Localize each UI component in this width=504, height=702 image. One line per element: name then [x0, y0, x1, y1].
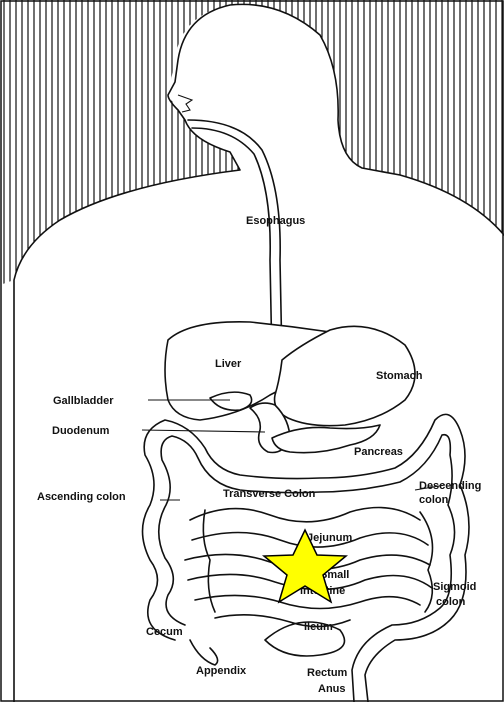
label-ascending-colon: Ascending colon — [37, 491, 126, 503]
label-sigmoid-colon-line2: colon — [436, 596, 466, 608]
label-jejunum: Jejunum — [307, 532, 352, 544]
label-ileum: Ileum — [304, 621, 333, 633]
label-sigmoid-colon-line1: Sigmoid — [433, 581, 476, 593]
appendix-organ — [190, 640, 218, 665]
striped-background — [4, 0, 502, 300]
label-appendix: Appendix — [196, 665, 247, 677]
label-duodenum: Duodenum — [52, 425, 110, 437]
label-descending-colon-line1: Descending — [419, 480, 481, 492]
face-profile — [178, 95, 192, 112]
label-descending-colon-line2: colon — [419, 494, 449, 506]
label-anus: Anus — [318, 683, 346, 695]
label-gallbladder: Gallbladder — [53, 395, 114, 407]
label-rectum: Rectum — [307, 667, 348, 679]
label-pancreas: Pancreas — [354, 446, 403, 458]
label-cecum: Cecum — [146, 626, 183, 638]
label-esophagus: Esophagus — [246, 215, 305, 227]
label-transverse-colon: Transverse Colon — [223, 488, 316, 500]
label-liver: Liver — [215, 358, 242, 370]
label-stomach: Stomach — [376, 370, 423, 382]
